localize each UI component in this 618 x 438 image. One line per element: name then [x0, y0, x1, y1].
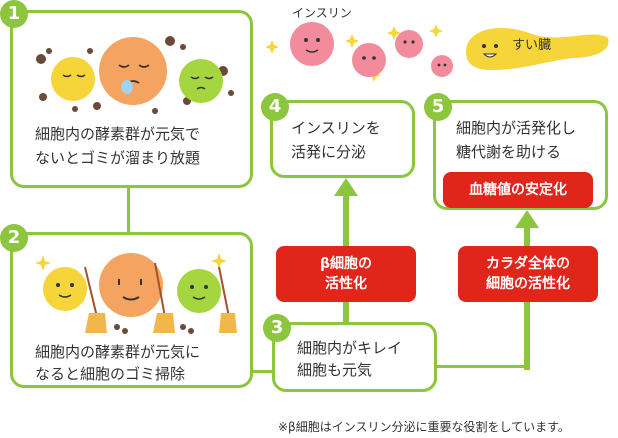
step-4-box: インスリンを 活発に分泌	[270, 100, 415, 178]
body-cell-activation-label: カラダ全体の 細胞の活性化	[458, 246, 598, 302]
step-2-text-line1: 細胞内の酵素群が元気に	[35, 343, 201, 361]
blood-sugar-text: 血糖値の安定化	[469, 182, 567, 198]
step-2-text-line2: なると細胞のゴミ掃除	[35, 365, 186, 383]
beta-label-line2: 活性化	[325, 276, 367, 292]
connector-2-3	[250, 370, 272, 373]
beta-label-line1: β細胞の	[319, 256, 373, 272]
insulin-label: インスリン	[292, 6, 352, 20]
step-4-text-line1: インスリンを	[291, 119, 381, 137]
footnote: ※β細胞はインスリン分泌に重要な役割をしています。	[278, 420, 570, 434]
step-3-text-line1: 細胞内がキレイ	[297, 339, 403, 357]
tired-cells-illustration	[36, 36, 234, 114]
connector-3-5	[435, 365, 527, 368]
connector-1-2	[127, 188, 130, 232]
step-4-text-line2: 活発に分泌	[291, 143, 367, 161]
step-3-box: 細胞内がキレイ 細胞も元気	[272, 322, 437, 392]
step-1-number-badge: 1	[0, 0, 28, 28]
step-1-text-line2: ないとゴミが溜まり放題	[35, 149, 201, 167]
step-4-number-badge: 4	[261, 93, 289, 121]
body-label-line2: 細胞の活性化	[486, 276, 570, 292]
step-2-box: 細胞内の酵素群が元気に なると細胞のゴミ掃除	[10, 232, 253, 388]
pancreas-label: すい臓	[512, 38, 552, 53]
step-5-text-line1: 細胞内が活発化し	[456, 119, 577, 137]
step-5-text-line2: 糖代謝を助ける	[456, 143, 562, 161]
step-5-number-badge: 5	[424, 93, 452, 121]
body-label-line1: カラダ全体の	[486, 256, 570, 272]
beta-cell-activation-label: β細胞の 活性化	[276, 246, 416, 302]
step-1-box: 細胞内の酵素群が元気で ないとゴミが溜まり放題	[10, 10, 253, 188]
pancreas-illustration	[466, 28, 609, 70]
step-3-number-badge: 3	[263, 314, 291, 342]
insulin-cells-illustration	[265, 22, 453, 82]
step-3-text-line2: 細胞も元気	[297, 361, 373, 379]
step-2-number-badge: 2	[0, 224, 28, 252]
blood-sugar-stabilize-label: 血糖値の安定化	[443, 172, 593, 208]
cleaning-cells-illustration	[35, 253, 237, 334]
step-1-text-line1: 細胞内の酵素群が元気で	[35, 125, 201, 143]
